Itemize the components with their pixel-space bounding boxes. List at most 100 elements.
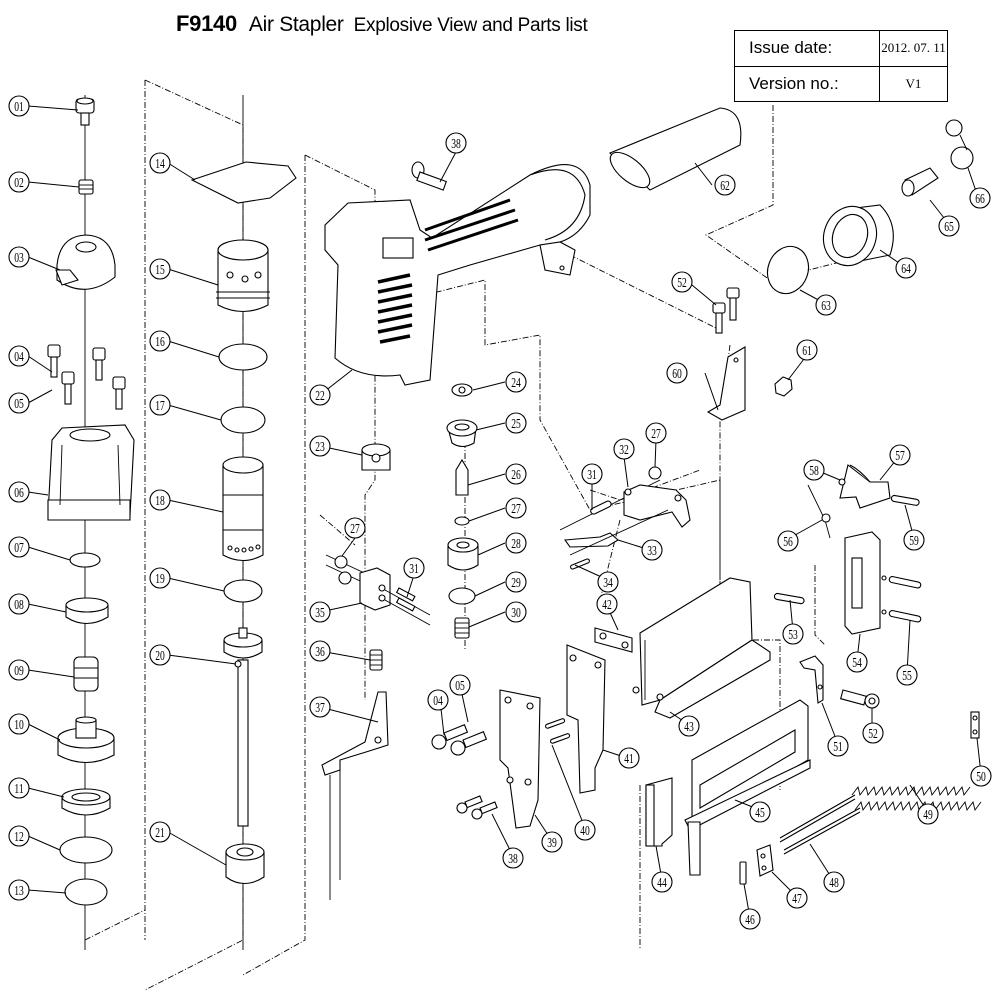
callout-27: 27 (505, 497, 527, 519)
callout-31: 31 (581, 463, 603, 485)
callout-number: 13 (14, 882, 24, 898)
callout-55: 55 (896, 664, 918, 686)
callout-number: 44 (657, 874, 667, 890)
part-27-center (454, 516, 470, 526)
callout-circle (505, 532, 527, 554)
part-53 (773, 592, 805, 605)
part-43 (632, 577, 771, 719)
callout-circle (8, 593, 30, 615)
callout-09: 09 (8, 659, 30, 681)
callout-number: 39 (547, 834, 557, 850)
callout-24: 24 (505, 371, 527, 393)
callout-number: 29 (511, 574, 521, 590)
callout-17: 17 (149, 394, 171, 416)
part-25 (446, 419, 478, 448)
callout-34: 34 (597, 571, 619, 593)
callout-circle (309, 696, 331, 718)
part-58 (838, 478, 846, 486)
part-30 (454, 617, 470, 639)
callout-number: 36 (315, 643, 325, 659)
callout-05: 05 (8, 392, 30, 414)
callout-32: 32 (613, 438, 635, 460)
callout-number: 14 (155, 155, 165, 171)
callout-circle (149, 258, 171, 280)
callout-circle (777, 530, 799, 552)
callout-61: 61 (796, 339, 818, 361)
callout-circle (613, 438, 635, 460)
callout-60: 60 (666, 362, 688, 384)
callout-65: 65 (938, 215, 960, 237)
part-26 (455, 458, 469, 496)
callout-number: 61 (802, 342, 812, 358)
callout-18: 18 (149, 489, 171, 511)
callout-number: 02 (14, 174, 24, 190)
part-15 (216, 239, 270, 313)
callout-circle (505, 371, 527, 393)
part-40 (545, 718, 571, 744)
callout-circle (403, 557, 425, 579)
callout-number: 52 (868, 725, 878, 741)
callout-circle (714, 174, 736, 196)
callout-number: 27 (350, 520, 360, 536)
part-18 (222, 456, 264, 562)
part-08 (65, 597, 109, 625)
part-13 (64, 878, 108, 906)
part-62 (608, 107, 742, 191)
callout-circle (449, 674, 471, 696)
part-34 (570, 558, 590, 570)
part-14 (190, 161, 297, 204)
callout-number: 35 (315, 604, 325, 620)
callout-circle (651, 871, 673, 893)
callout-number: 49 (923, 806, 933, 822)
callout-56: 56 (777, 530, 799, 552)
callout-number: 09 (14, 662, 24, 678)
callout-number: 47 (792, 890, 802, 906)
callout-number: 07 (14, 539, 24, 555)
callout-22: 22 (309, 384, 331, 406)
callout-number: 42 (602, 596, 612, 612)
part-50 (970, 711, 980, 739)
issue-date-value: 2012. 07. 11 (879, 30, 948, 67)
part-27-trigger (648, 466, 662, 480)
version-row: Version no.: V1 (734, 65, 948, 102)
part-02 (78, 179, 94, 195)
callout-number: 17 (155, 397, 165, 413)
callout-circle (8, 713, 30, 735)
callout-number: 04 (433, 692, 443, 708)
part-52-top (712, 287, 740, 334)
callout-06: 06 (8, 481, 30, 503)
callout-52: 52 (671, 271, 693, 293)
callout-05: 05 (449, 674, 471, 696)
callout-circle (8, 659, 30, 681)
callout-circle (505, 412, 527, 434)
callout-circle (895, 257, 917, 279)
callout-circle (505, 463, 527, 485)
part-52-lower (839, 689, 880, 709)
callout-circle (917, 803, 939, 825)
callout-number: 18 (155, 492, 165, 508)
callout-circle (149, 821, 171, 843)
callout-circle (596, 593, 618, 615)
callout-37: 37 (309, 696, 331, 718)
callout-number: 31 (409, 560, 419, 576)
part-64 (822, 204, 894, 267)
callout-number: 40 (580, 822, 590, 838)
callout-54: 54 (846, 651, 868, 673)
part-32 (623, 484, 691, 528)
callout-44: 44 (651, 871, 673, 893)
part-04-lower (431, 724, 488, 756)
callout-number: 59 (909, 532, 919, 548)
part-17 (220, 406, 266, 434)
issue-date-label: Issue date: (734, 30, 880, 67)
callout-number: 03 (14, 249, 24, 265)
version-value: V1 (879, 65, 948, 102)
callout-27: 27 (645, 422, 667, 444)
part-56 (807, 484, 831, 539)
part-28 (447, 537, 479, 571)
callout-number: 25 (511, 415, 521, 431)
callout-number: 45 (755, 804, 765, 820)
part-36 (369, 649, 383, 671)
part-59 (890, 494, 920, 506)
callout-63: 63 (815, 294, 837, 316)
callout-08: 08 (8, 593, 30, 615)
